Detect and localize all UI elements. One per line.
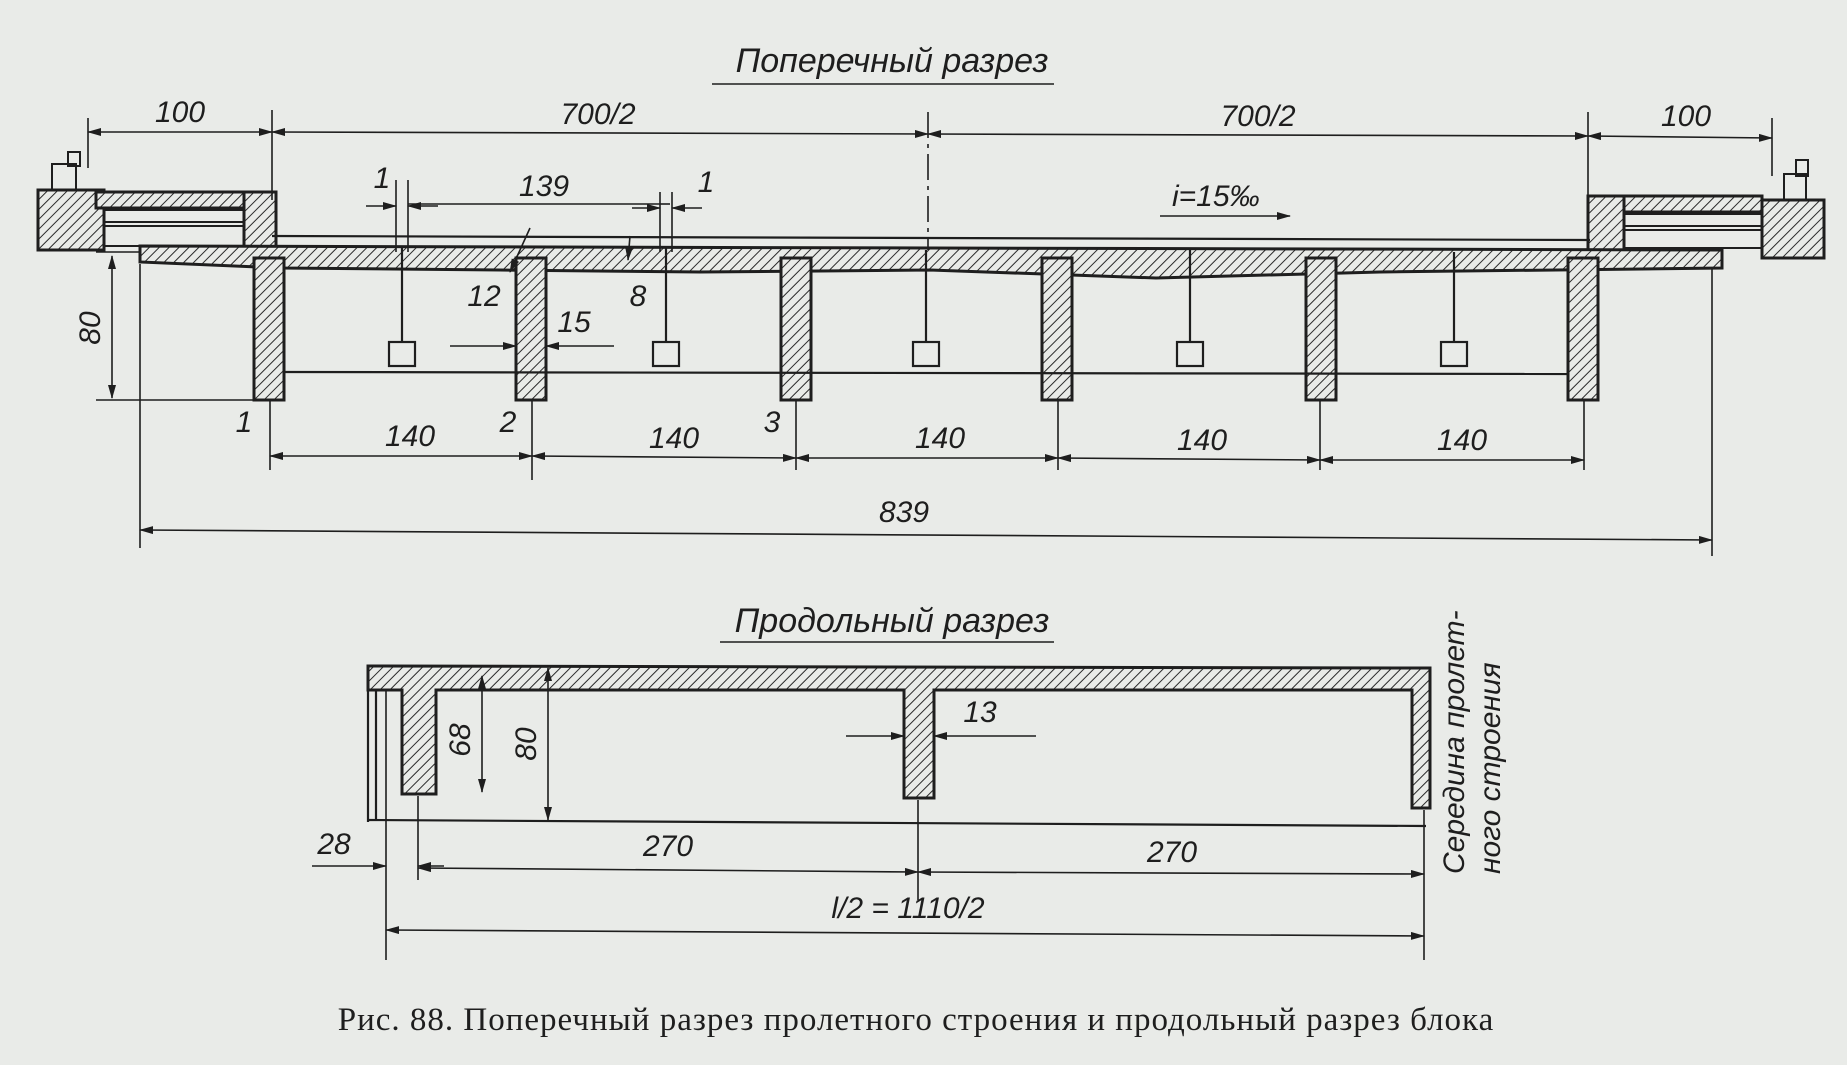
mid-span-note-line-2: ного строения: [1474, 662, 1507, 874]
dim-spacing-5: 140: [1437, 424, 1487, 457]
dim-haunch-12: 12: [467, 280, 501, 313]
dim-line-half-left: [271, 128, 929, 138]
block-slab-and-ribs: [366, 664, 1432, 810]
dim-spacing-2: 140: [649, 422, 699, 455]
main-beam-rib-6: [1566, 256, 1600, 402]
dim-rib-spacing-right: 270: [1146, 836, 1197, 869]
dim-spacing-4: 140: [1177, 424, 1227, 457]
block-bottom-line: [367, 818, 1427, 828]
main-beam-ribs: [252, 256, 1600, 402]
dim-joint-2: 1: [698, 166, 715, 199]
mid-span-note-line-1: Середина пролет-: [1438, 610, 1471, 874]
dim-rib-thickness-13: 13: [963, 696, 997, 729]
dim-line-half-right: [927, 130, 1589, 140]
hangers: [387, 246, 1469, 368]
main-beam-rib-1: [252, 256, 286, 402]
dim-half-width-left: 700/2: [560, 98, 635, 131]
dim-half-span: l/2 = 1110/2: [831, 892, 984, 925]
slope-label: i=15‰: [1172, 180, 1260, 213]
dim-rib-15: 15: [557, 306, 591, 339]
right-sidewalk: [1586, 159, 1826, 260]
beam-number-1: 1: [236, 406, 253, 439]
beam-number-3: 3: [764, 406, 781, 439]
figure-caption: Рис. 88. Поперечный разрез пролетного ст…: [338, 1002, 1495, 1038]
cross-section: Поперечный разрез: [36, 42, 1826, 556]
main-beam-rib-2: [514, 256, 548, 402]
dim-support-offset-28: 28: [316, 828, 351, 861]
longitudinal-section-title: Продольный разрез: [735, 602, 1050, 640]
dim-right-sidewalk: 100: [1661, 100, 1711, 133]
left-sidewalk: [36, 151, 278, 252]
dim-spacing-1: 140: [385, 420, 435, 453]
dim-overall-width: 839: [879, 496, 929, 529]
dim-slab-8: 8: [630, 280, 647, 313]
beam-number-2: 2: [499, 406, 517, 439]
dim-rib-spacing-left: 270: [642, 830, 693, 863]
dim-spacing-3: 140: [915, 422, 965, 455]
dim-block-height-80: 80: [510, 727, 543, 761]
dim-half-width-right: 700/2: [1220, 100, 1295, 133]
longitudinal-section: Продольный разрез 68 80 13 28 270 270 l/…: [312, 602, 1507, 960]
main-beam-rib-4: [1040, 256, 1074, 402]
diaphragm-bottom-line: [283, 370, 1569, 376]
dim-height-80: 80: [74, 311, 107, 345]
dim-line-right-sidewalk: [1587, 132, 1773, 142]
dim-left-sidewalk: 100: [155, 96, 205, 129]
main-beam-rib-5: [1304, 256, 1338, 402]
deck-slab: [138, 244, 1724, 280]
road-surface-line: [271, 234, 1591, 242]
dim-line-overall: [139, 526, 1713, 544]
main-beam-rib-3: [779, 256, 813, 402]
dim-joint-1: 1: [374, 162, 391, 195]
dim-flange-width: 139: [519, 170, 569, 203]
dim-rib-height-68: 68: [444, 723, 477, 757]
cross-section-title: Поперечный разрез: [736, 42, 1049, 80]
